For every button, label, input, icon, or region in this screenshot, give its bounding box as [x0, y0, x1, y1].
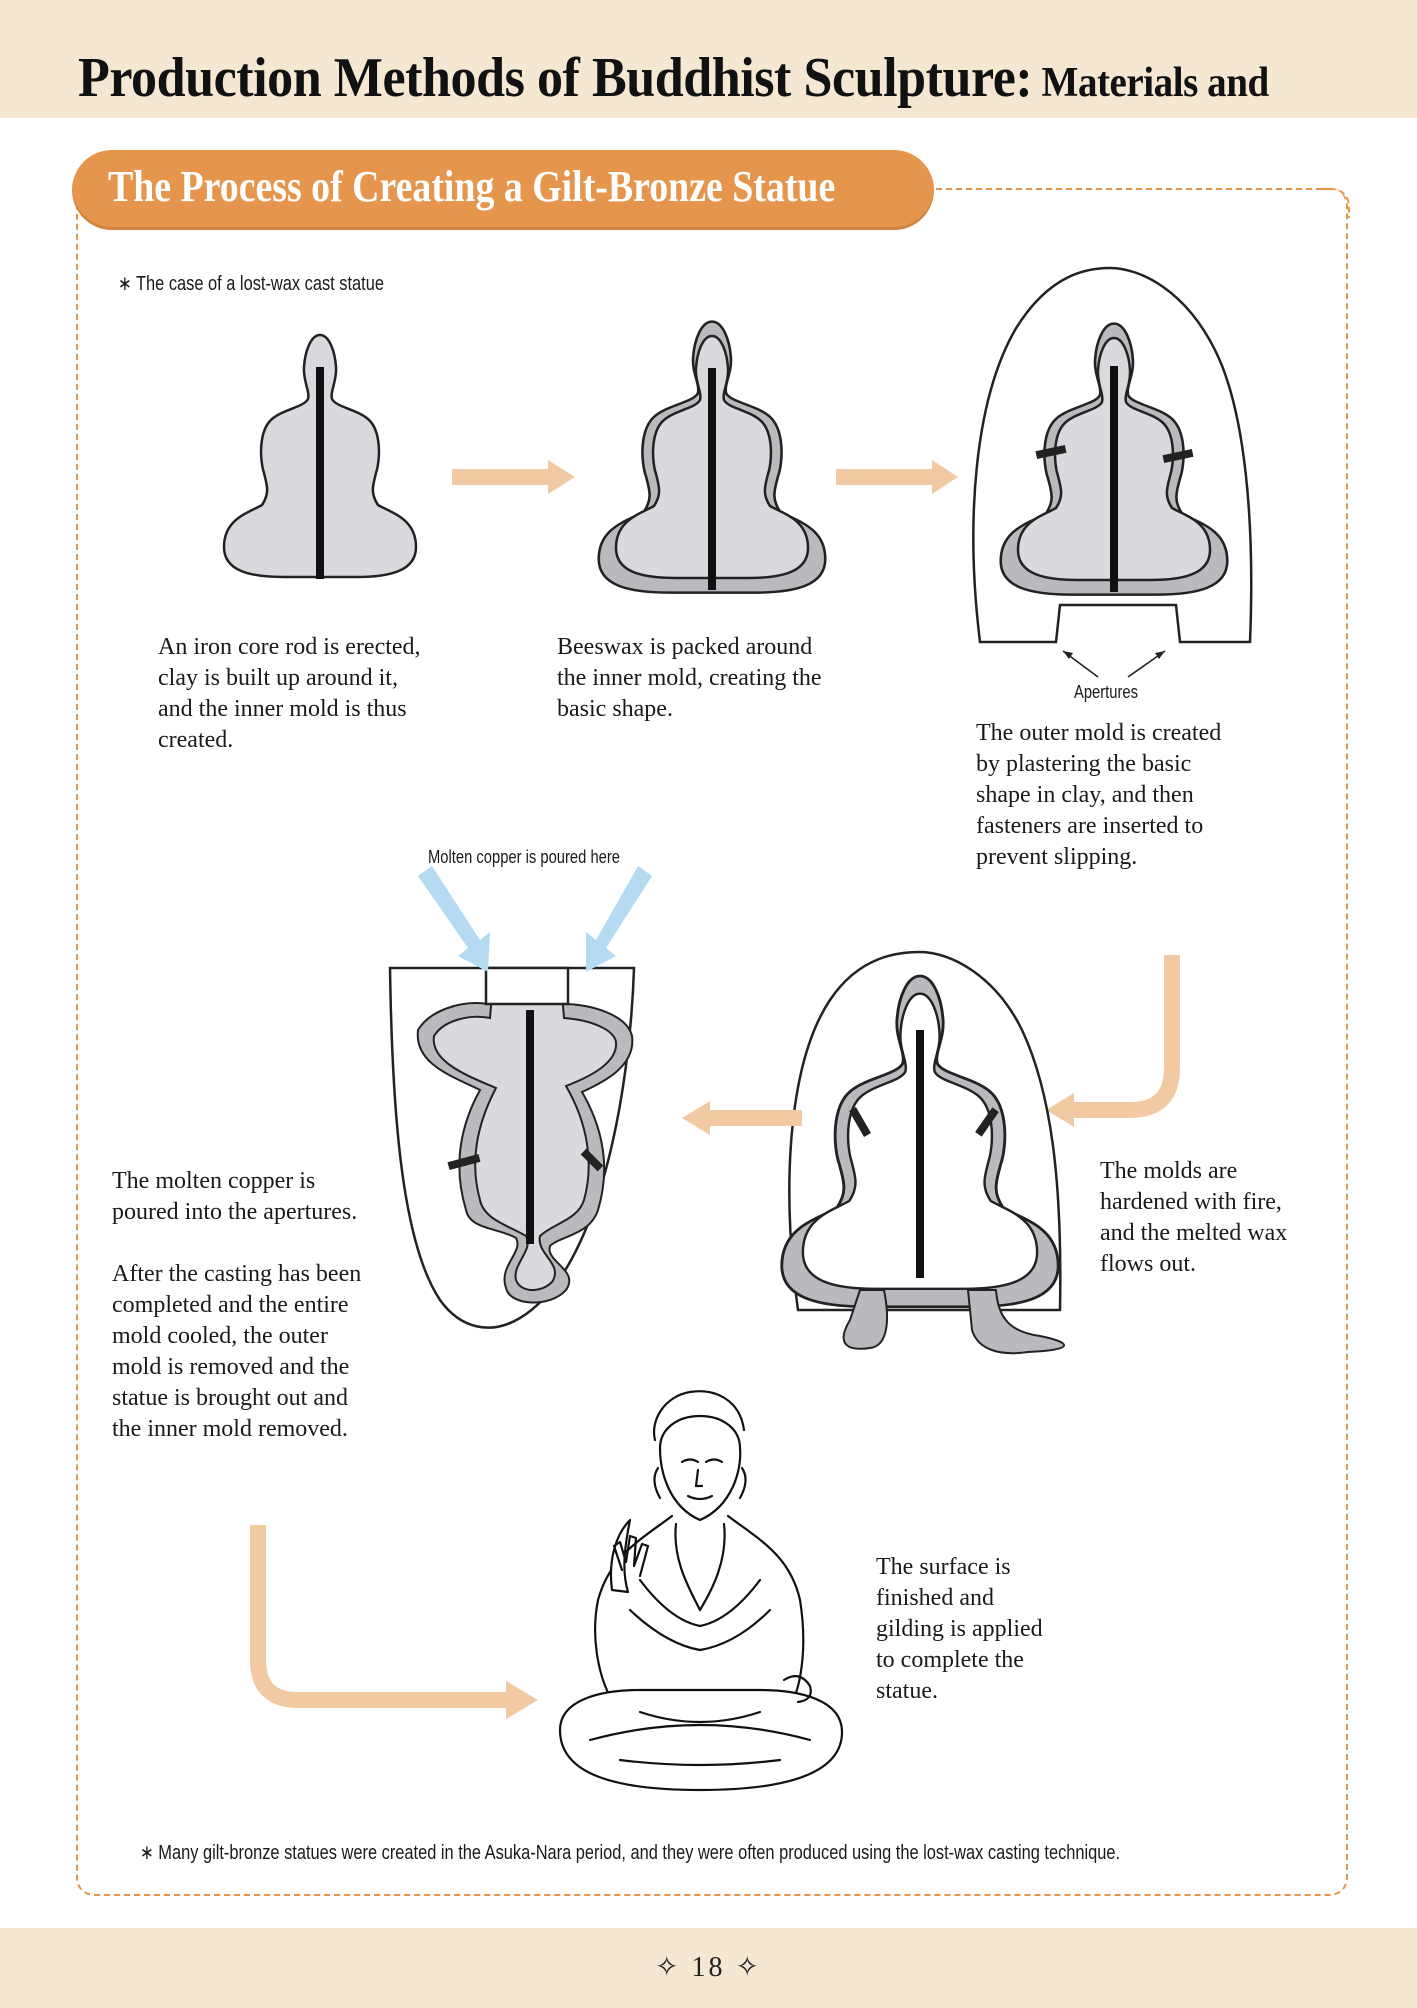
- section-frame-corner: [1320, 188, 1350, 218]
- step5-casting-illustration: [388, 866, 652, 1329]
- step2-beeswax-illustration: [597, 320, 827, 594]
- header-band: [0, 0, 1417, 118]
- section-frame: [76, 188, 1348, 1896]
- apertures-label: Apertures: [1074, 682, 1138, 702]
- arrow-step3-to-step4: [1070, 955, 1180, 1118]
- footnote: ∗ Many gilt-bronze statues were created …: [140, 1842, 1121, 1864]
- step1-line: and the inner mold is thus: [158, 696, 407, 722]
- section-frame-top: [936, 188, 1332, 192]
- step5-caption-continued: After the casting has been completed and…: [112, 1259, 361, 1445]
- section-title: The Process of Creating a Gilt-Bronze St…: [108, 162, 836, 211]
- step4-line: hardened with fire,: [1100, 1189, 1282, 1215]
- step6-line: finished and: [876, 1585, 994, 1611]
- step3-outer-mold-illustration: [972, 266, 1253, 678]
- step5-line: completed and the entire: [112, 1292, 349, 1318]
- step5-line: poured into the apertures.: [112, 1199, 358, 1225]
- arrow-step2-to-step3: [836, 460, 958, 494]
- step6-line: gilding is applied: [876, 1616, 1043, 1642]
- step3-line: by plastering the basic: [976, 751, 1192, 777]
- step1-line: clay is built up around it,: [158, 665, 398, 691]
- step4-caption: The molds are hardened with fire, and th…: [1100, 1156, 1287, 1280]
- step5-line: The molten copper is: [112, 1168, 316, 1194]
- step3-caption: The outer mold is created by plastering …: [976, 718, 1221, 873]
- step1-line: An iron core rod is erected,: [158, 634, 421, 660]
- step3-line: The outer mold is created: [976, 720, 1222, 746]
- arrow-step5-to-step6: [250, 1525, 510, 1708]
- step3-line: fasteners are inserted to: [976, 813, 1204, 839]
- step2-line: the inner mold, creating the: [557, 665, 822, 691]
- step2-line: basic shape.: [557, 696, 673, 722]
- step6-line: statue.: [876, 1678, 938, 1704]
- case-note: ∗ The case of a lost-wax cast statue: [118, 273, 384, 295]
- molten-copper-arrows: [418, 866, 652, 972]
- step5-line: After the casting has been: [112, 1261, 362, 1287]
- step5-caption: The molten copper is poured into the ape…: [112, 1166, 357, 1228]
- step2-line: Beeswax is packed around: [557, 634, 813, 660]
- step1-line: created.: [158, 727, 234, 753]
- step1-caption: An iron core rod is erected, clay is bui…: [158, 632, 421, 756]
- buddha-statue-illustration: [558, 1390, 844, 1792]
- arrow-step1-to-step2: [452, 460, 575, 494]
- step5-line: mold cooled, the outer: [112, 1323, 328, 1349]
- step1-inner-mold-illustration: [222, 333, 418, 579]
- step3-line: prevent slipping.: [976, 844, 1138, 870]
- step4-line: The molds are: [1100, 1158, 1238, 1184]
- step4-hardened-mold-illustration: [780, 950, 1065, 1355]
- section-heading-pill: [72, 150, 934, 230]
- footer-band: [0, 1928, 1417, 2008]
- step2-caption: Beeswax is packed around the inner mold,…: [557, 632, 822, 725]
- molten-copper-label: Molten copper is poured here: [428, 847, 620, 867]
- page-title-main: Production Methods of Buddhist Sculpture…: [78, 47, 1033, 109]
- step6-line: to complete the: [876, 1647, 1024, 1673]
- step5-line: statue is brought out and: [112, 1385, 348, 1411]
- arrow-step4-to-step5: [682, 1101, 802, 1135]
- step6-line: The surface is: [876, 1554, 1011, 1580]
- step6-caption: The surface is finished and gilding is a…: [876, 1552, 1043, 1707]
- step4-line: flows out.: [1100, 1251, 1196, 1277]
- page-number: ✧ 18 ✧: [655, 1952, 762, 1983]
- step4-line: and the melted wax: [1100, 1220, 1288, 1246]
- page-title: Production Methods of Buddhist Sculpture…: [78, 46, 1269, 110]
- step5-line: the inner mold removed.: [112, 1416, 348, 1442]
- step3-line: shape in clay, and then: [976, 782, 1194, 808]
- step5-line: mold is removed and the: [112, 1354, 350, 1380]
- page-title-sub: Materials and: [1032, 60, 1270, 106]
